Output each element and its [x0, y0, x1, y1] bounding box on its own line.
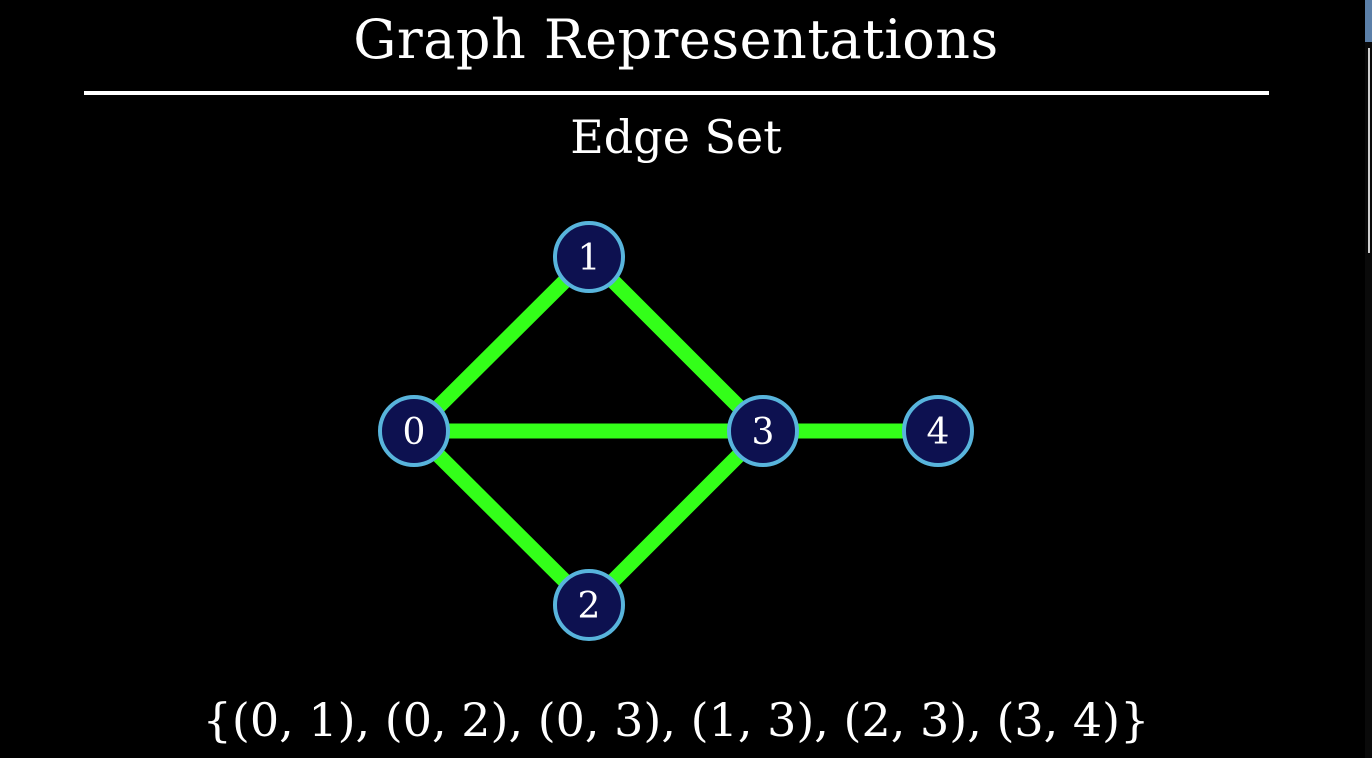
node-label: 2	[578, 586, 601, 627]
node-2: 2	[553, 569, 625, 641]
edge-set-notation: {(0, 1), (0, 2), (0, 3), (1, 3), (2, 3),…	[202, 693, 1150, 747]
node-circle	[727, 395, 799, 467]
nodes-layer: 0 1 2 3 4	[378, 221, 974, 641]
scrollbar[interactable]	[1365, 0, 1372, 758]
scrollbar-track	[1368, 48, 1370, 253]
slide-title: Graph Representations	[353, 8, 999, 71]
node-circle	[902, 395, 974, 467]
edge-0-2	[408, 425, 595, 611]
node-0: 0	[378, 395, 450, 467]
node-label: 0	[403, 412, 426, 453]
node-circle	[378, 395, 450, 467]
node-label: 4	[927, 412, 950, 453]
node-circle	[553, 221, 625, 293]
scrollbar-thumb[interactable]	[1365, 0, 1372, 42]
edge-1-3	[583, 251, 769, 437]
edge-0-1	[408, 251, 595, 437]
node-label: 1	[578, 238, 601, 279]
edges-layer	[408, 251, 938, 611]
title-underline	[84, 91, 1269, 95]
node-circle	[553, 569, 625, 641]
edge-2-3	[583, 425, 769, 611]
slide-subtitle: Edge Set	[570, 110, 782, 164]
node-4: 4	[902, 395, 974, 467]
node-1: 1	[553, 221, 625, 293]
node-label: 3	[752, 412, 775, 453]
node-3: 3	[727, 395, 799, 467]
